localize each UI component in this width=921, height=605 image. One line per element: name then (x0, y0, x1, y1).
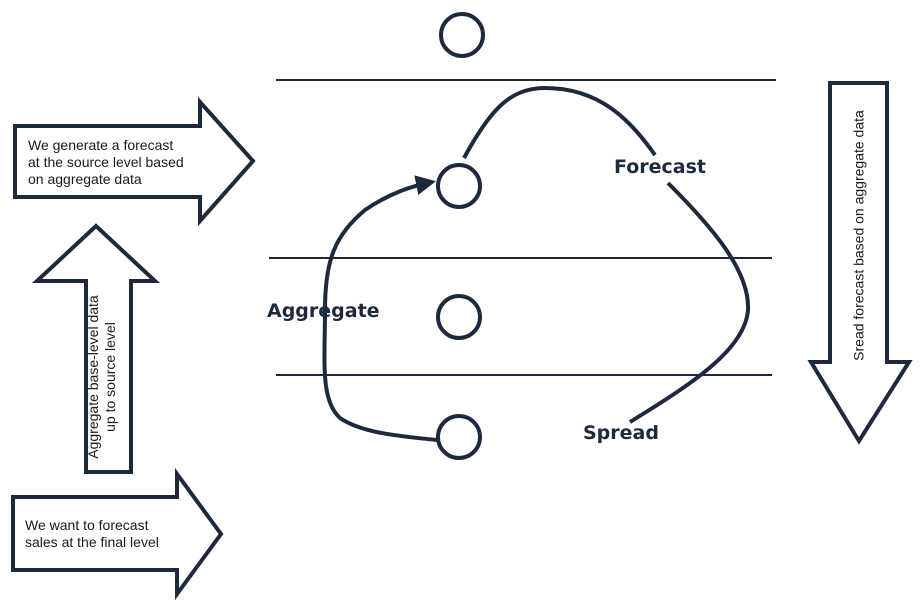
spread-label: Spread (583, 422, 659, 444)
arrow-text-line: Sread forecast based on aggregate data (850, 110, 867, 361)
block-arrow-aggregate-up (31, 223, 161, 474)
arrow-text-spread-down: Sread forecast based on aggregate data (851, 106, 868, 366)
forecast-label: Forecast (614, 156, 706, 178)
level-node-source (436, 163, 482, 209)
arrow-text-generate: We generate a forecast at the source lev… (28, 137, 184, 188)
level-node-base (436, 414, 482, 460)
forecast-curve (462, 85, 657, 159)
arrow-text-line: up to source level (102, 322, 118, 432)
arrow-text-want: We want to forecast sales at the final l… (25, 517, 159, 551)
level-node-middle (436, 294, 482, 340)
arrow-text-line: Aggregate base-level data (85, 295, 101, 459)
arrow-text-line: sales at the final level (25, 534, 159, 550)
block-arrow-want (11, 467, 224, 601)
aggregate-curve (322, 175, 438, 442)
arrow-text-line: We want to forecast (25, 517, 149, 533)
arrow-text-aggregate-up: Aggregate base-level data up to source l… (85, 267, 119, 487)
block-arrow-spread-down (807, 81, 913, 445)
arrow-text-line: We generate a forecast (28, 137, 174, 153)
spread-curve (628, 181, 751, 424)
aggregate-label: Aggregate (267, 300, 380, 322)
arrow-text-line: on aggregate data (28, 171, 142, 187)
block-arrow-generate (13, 96, 256, 227)
arrow-text-line: at the source level based (28, 154, 184, 170)
level-node-top (439, 12, 485, 58)
